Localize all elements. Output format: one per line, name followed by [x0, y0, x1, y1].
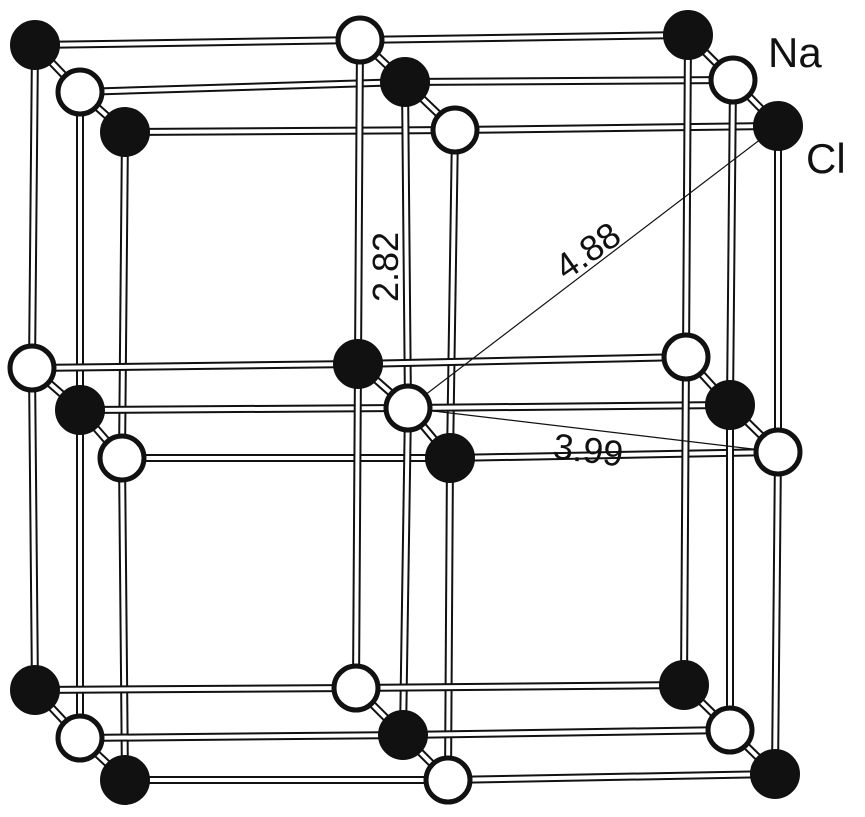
cl-label: Cl: [806, 135, 846, 182]
cl-atom: [100, 107, 150, 157]
bond-horizontal: [454, 124, 779, 132]
bond-horizontal: [407, 403, 731, 410]
bond-vertical: [401, 407, 410, 736]
bond-horizontal: [404, 78, 734, 84]
na-atom: [430, 105, 480, 155]
cl-atom: [10, 665, 60, 715]
na-atom: [335, 15, 385, 65]
bond-vertical: [30, 44, 37, 369]
distance-label-2-82: 2.82: [365, 232, 406, 302]
na-atom: [423, 755, 473, 805]
na-atom: [705, 705, 755, 755]
bond-vertical: [403, 81, 410, 409]
bond-vertical: [728, 79, 735, 406]
distance-label-3-99: 3.99: [551, 425, 626, 474]
na-atom: [55, 713, 105, 763]
cl-atom: [663, 10, 713, 60]
na-atom: [661, 332, 711, 382]
bond-vertical: [773, 451, 780, 775]
bond-vertical: [30, 367, 37, 691]
bond-horizontal: [79, 80, 406, 94]
na-atom: [708, 55, 758, 105]
cl-atom: [750, 749, 800, 799]
distance-label-4-88: 4.88: [547, 214, 628, 288]
bond-horizontal: [357, 355, 687, 366]
cl-atom: [380, 57, 430, 107]
bond-horizontal: [31, 362, 359, 370]
bond-horizontal: [449, 450, 779, 460]
cl-atom: [10, 20, 60, 70]
na-atom: [753, 427, 803, 477]
bond-horizontal: [355, 683, 685, 690]
bond-horizontal: [34, 38, 361, 47]
cl-atom: [333, 339, 383, 389]
bond-horizontal: [402, 728, 731, 737]
na-label: Na: [768, 29, 822, 76]
bond-vertical: [354, 363, 360, 689]
bond-vertical: [120, 457, 127, 781]
cl-atom: [378, 710, 428, 760]
bond-horizontal: [34, 686, 357, 692]
bond-vertical: [446, 457, 452, 781]
cl-atom: [55, 385, 105, 435]
bond-vertical: [682, 356, 688, 686]
bond-horizontal: [124, 128, 456, 134]
measurement-lines: [407, 125, 779, 453]
cl-atom: [425, 433, 475, 483]
bond-horizontal: [447, 772, 776, 782]
bond-horizontal: [359, 33, 689, 42]
cl-atom: [753, 101, 803, 151]
bond-horizontal: [79, 406, 409, 412]
na-atom: [55, 67, 105, 117]
bond-vertical: [448, 129, 457, 459]
bond-horizontal: [79, 733, 404, 740]
cl-atom: [100, 755, 150, 805]
na-atom: [331, 663, 381, 713]
atoms-layer: [7, 10, 803, 805]
bond-vertical: [120, 131, 127, 459]
bond-vertical: [356, 39, 362, 365]
cl-atom: [659, 660, 709, 710]
na-atom: [383, 383, 433, 433]
cl-atom: [705, 380, 755, 430]
na-atom: [7, 343, 57, 393]
measure-line-3-99: [407, 407, 779, 453]
na-atom: [97, 433, 147, 483]
measure-line-4-88: [407, 125, 779, 409]
